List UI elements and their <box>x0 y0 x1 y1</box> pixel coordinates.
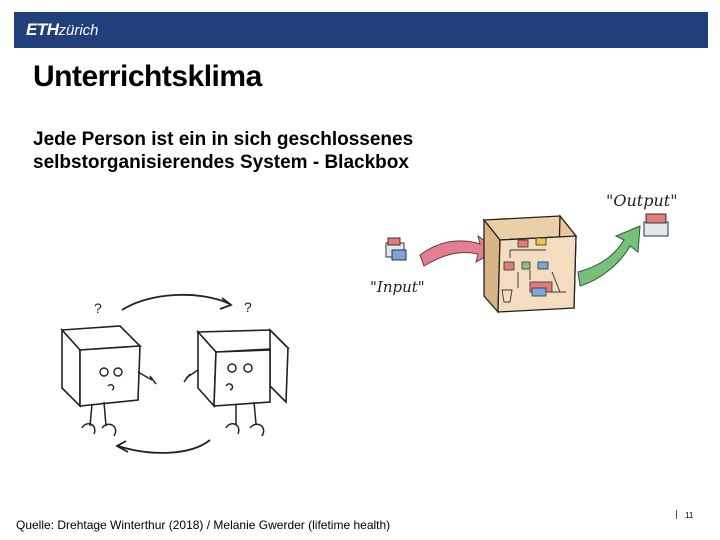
output-arrow <box>577 225 641 287</box>
logo-eth: ETH <box>26 20 59 39</box>
question-mark-right: ? <box>244 299 252 315</box>
slide-subtitle: Jede Person ist ein in sich geschlossene… <box>33 129 414 173</box>
header-bar <box>14 12 708 48</box>
output-lego-icon <box>643 213 669 237</box>
left-box-character <box>60 325 157 437</box>
question-mark-left: ? <box>94 300 102 316</box>
footer-divider <box>676 510 677 519</box>
input-label: "Input" <box>370 278 425 296</box>
bottom-curved-arrow <box>117 439 211 454</box>
logo-zurich: zürich <box>58 22 99 39</box>
output-label: "Output" <box>606 191 678 210</box>
slide-title: Unterrichtsklima <box>33 60 262 93</box>
input-lego-icon <box>385 237 407 261</box>
top-curved-arrow <box>121 293 231 311</box>
eth-logo: ETHzürich <box>26 20 99 42</box>
source-citation: Quelle: Drehtage Winterthur (2018) / Mel… <box>16 518 391 532</box>
right-box-character <box>183 328 290 437</box>
blackbox-cube <box>482 214 578 314</box>
page-number: 11 <box>685 511 694 520</box>
